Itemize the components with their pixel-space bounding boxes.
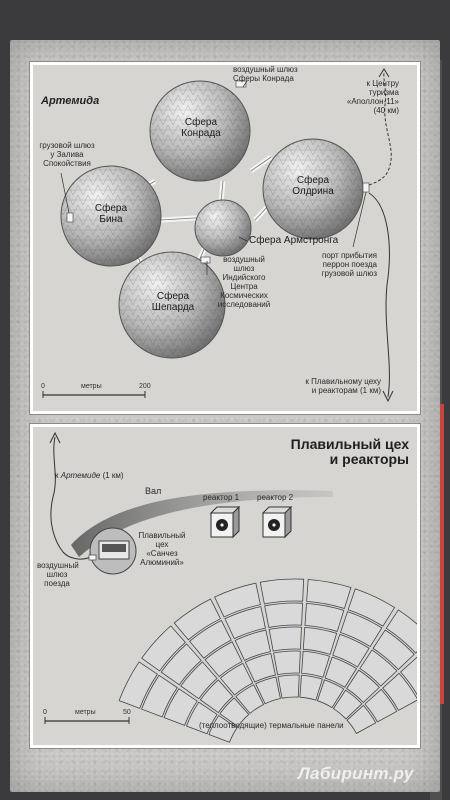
thermal-panel-cell (399, 656, 417, 696)
thermal-panel-cell (208, 715, 238, 743)
thermal-panel-cell (268, 626, 302, 652)
scale-bar-smelter (44, 717, 130, 724)
thermal-panel-cell (204, 641, 243, 678)
sphere-label-shepard: Сфера Шепарда (151, 291, 195, 313)
thermal-panel-cell (264, 602, 303, 628)
label-to-smelter: к Плавильному цеху и реакторам (1 км) (305, 377, 381, 395)
thermal-panel-cell (219, 662, 254, 696)
label-train-port: порт прибытия перрон поезда грузовой шлю… (321, 251, 377, 278)
label-to-artemis-prefix: к (55, 471, 59, 480)
artemis-map-graphic (42, 68, 394, 403)
thermal-panel-cell (141, 674, 178, 718)
label-to-artemis: к Артемиде (1 км) (55, 471, 124, 480)
thermal-panel-cell (273, 650, 301, 676)
scale-unit-smelter: метры (75, 709, 96, 716)
thermal-panel-cell (382, 672, 417, 711)
label-rampart: Вал (145, 486, 162, 496)
sphere-bina (60, 165, 162, 267)
sphere-label-aldrin: Сфера Олдрина (292, 175, 334, 197)
label-smelter: Плавильный цех «Санчез Алюминий» (138, 531, 186, 567)
sphere-label-bina: Сфера Бина (94, 203, 128, 225)
reactor-2 (261, 505, 293, 539)
label-reactor-2: реактор 2 (257, 493, 294, 502)
thermal-panel-cell (141, 625, 186, 672)
sphere-aldrin (262, 138, 364, 240)
sphere-konrad (149, 80, 251, 182)
label-to-tourism-center: к Центру туризма «Аполлон-11» (40 км) (346, 79, 399, 115)
rampart (71, 490, 333, 557)
smelter-map-graphic (44, 431, 417, 743)
label-airlock-isro: воздушный шлюз Индийского Центра Космиче… (217, 255, 271, 309)
thermal-panel-cell (299, 674, 323, 701)
thermal-panel-cell (160, 643, 202, 686)
label-train-airlock: воздушный шлюз поезда (37, 561, 79, 588)
thermal-panel-cell (324, 656, 357, 688)
thermal-panel-cell (255, 676, 281, 705)
label-thermal-panels: (теплоотводящие) термальные панели (199, 721, 344, 730)
thermal-panel-cell (359, 649, 398, 687)
thermal-panel-cell (346, 669, 380, 704)
thermal-panel-cell (180, 661, 218, 700)
label-to-artemis-name: Артемиде (60, 471, 101, 480)
thermal-panel-cell (244, 653, 276, 683)
thermal-panel-cell (346, 704, 377, 734)
scale-bar-artemis (42, 391, 146, 398)
thermal-panel-cell (224, 606, 266, 640)
label-airlock-konrad: воздушный шлюз Сферы Конрада (233, 65, 298, 83)
artemis-map: Артемида Сфера Конрада Сфера Олдрина Сфе… (30, 62, 420, 414)
reactor-1 (209, 505, 241, 539)
map-title-artemis: Артемида (41, 95, 100, 107)
thermal-panel-cell (304, 602, 345, 632)
scale-start-artemis: 0 (41, 383, 45, 390)
thermal-panel-cell (306, 579, 352, 610)
book-edge-bookmark (436, 404, 444, 704)
thermal-panel-cell (235, 684, 265, 714)
thermal-panel-cell (301, 650, 331, 678)
scale-end-artemis: 200 (139, 383, 151, 390)
sphere-label-konrad: Сфера Конрада (181, 117, 221, 139)
thermal-panel-cell (219, 697, 250, 728)
thermal-panels (118, 578, 417, 743)
thermal-panel-cell (372, 629, 415, 671)
scale-end-smelter: 50 (123, 709, 131, 716)
sphere-armstrong (194, 199, 252, 257)
thermal-panel-cell (316, 679, 345, 709)
thermal-panel-cell (259, 578, 305, 605)
label-reactor-1: реактор 1 (203, 493, 240, 502)
sphere-label-armstrong: Сфера Армстронга (249, 235, 339, 246)
label-cargo-lock-bay: грузовой шлюз у Залива Спокойствия (39, 141, 95, 168)
thermal-panel-cell (302, 626, 338, 655)
thermal-panel-cell (185, 701, 218, 735)
thermal-panel-cell (234, 629, 271, 661)
label-to-artemis-suffix: (1 км) (102, 471, 124, 480)
thermal-panel-cell (277, 674, 300, 699)
thermal-panel-cell (163, 688, 198, 726)
watermark-labirint: Лабиринт.ру (298, 764, 414, 783)
thermal-panel-cell (189, 619, 232, 659)
thermal-panel-cell (199, 679, 234, 714)
thermal-panel-cell (364, 688, 398, 723)
thermal-panel-cell (385, 609, 417, 654)
thermal-panel-cell (339, 611, 383, 648)
thermal-panel-cell (118, 661, 158, 709)
scale-unit-artemis: метры (81, 383, 102, 390)
sphere-shepard (118, 251, 226, 359)
thermal-panel-cell (347, 588, 396, 627)
thermal-panel-cell (332, 633, 370, 668)
thermal-panel-cell (214, 582, 261, 618)
scale-start-smelter: 0 (43, 709, 47, 716)
thermal-panel-cell (173, 598, 221, 641)
smelter-building (89, 527, 137, 575)
map-title-smelter: Плавильный цех и реакторы (290, 436, 409, 467)
thermal-panel-cell (332, 689, 363, 720)
smelter-map: Плавильный цех и реакторы к Артемиде (1 … (30, 424, 420, 748)
